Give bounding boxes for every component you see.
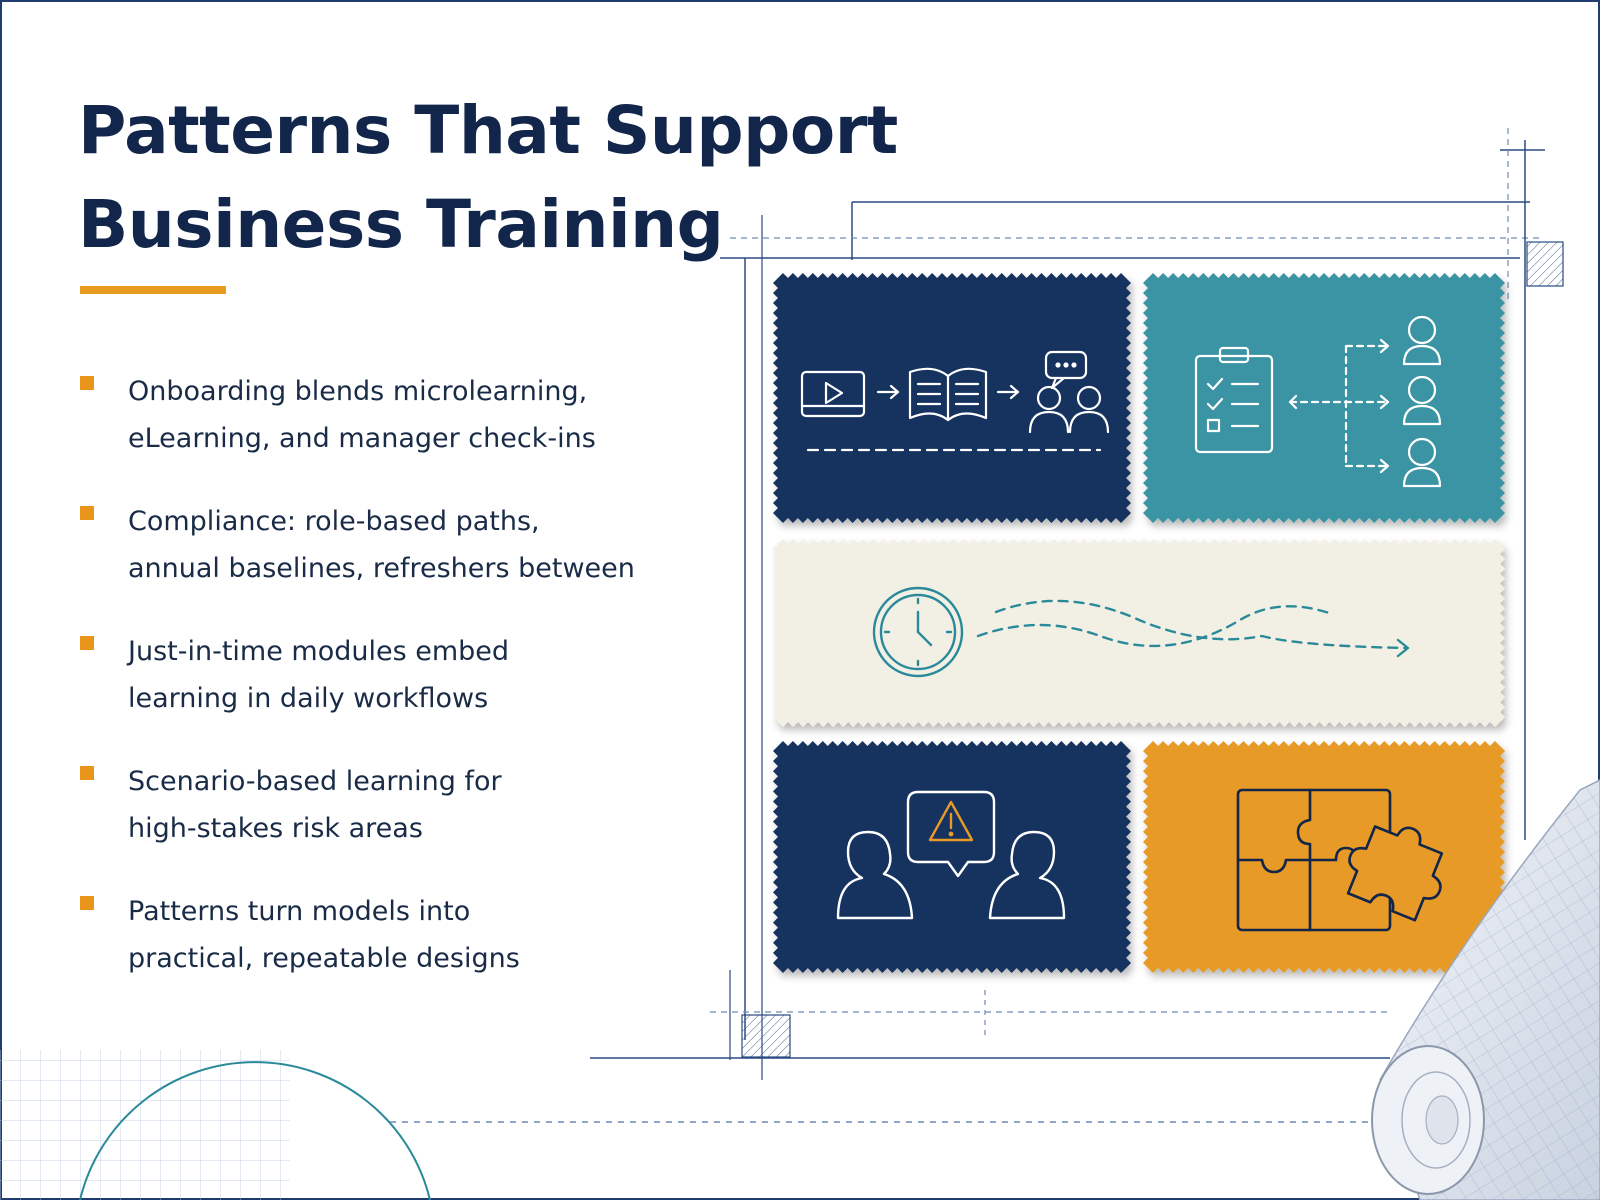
scenario-tile (773, 741, 1131, 973)
bullet-text: Onboarding blends microlearning, eLearni… (128, 368, 668, 462)
bullet-line: Patterns turn models into (128, 896, 471, 927)
bullet-item: Patterns turn models into practical, rep… (80, 888, 660, 1018)
branching-arrows-icon (1288, 344, 1390, 468)
bullet-text: Just-in-time modules embed learning in d… (128, 628, 668, 722)
bullet-line: learning in daily workflows (128, 683, 489, 714)
patterns-tile (1143, 741, 1505, 973)
bullet-line: Just-in-time modules embed (128, 636, 510, 667)
video-play-icon (800, 370, 866, 418)
warning-speech-bubble-icon (906, 790, 996, 878)
two-people-icon (1028, 385, 1110, 434)
bullet-line: practical, repeatable designs (128, 943, 520, 974)
just-in-time-tile-background (773, 539, 1505, 727)
slide-title: Patterns That Support Business Training (78, 84, 898, 272)
bullet-marker (80, 376, 94, 390)
bullet-marker (80, 896, 94, 910)
bullet-item: Just-in-time modules embed learning in d… (80, 628, 660, 758)
two-person-silhouettes-icon (836, 830, 1066, 920)
scenario-tile-background (773, 741, 1131, 973)
clock-icon (872, 586, 964, 678)
bullet-text: Scenario-based learning for high-stakes … (128, 758, 668, 852)
chat-bubble-icon (1044, 350, 1088, 390)
bullet-item: Compliance: role-based paths, annual bas… (80, 498, 660, 628)
compliance-tile (1143, 273, 1505, 523)
arrow-right-icon (996, 384, 1020, 400)
title-accent-rule (80, 286, 226, 294)
open-book-icon (908, 367, 988, 422)
onboarding-tile (773, 273, 1131, 523)
arrow-right-icon (876, 384, 900, 400)
bullet-text: Patterns turn models into practical, rep… (128, 888, 668, 982)
bullet-marker (80, 766, 94, 780)
title-line-2: Business Training (78, 186, 724, 263)
bullet-marker (80, 636, 94, 650)
title-line-1: Patterns That Support (78, 92, 898, 169)
onboarding-tile-background (773, 273, 1131, 523)
bullet-line: high-stakes risk areas (128, 813, 423, 844)
bullet-line: Onboarding blends microlearning, (128, 376, 588, 407)
person-icon (1402, 437, 1442, 488)
person-icon (1402, 315, 1442, 366)
patterns-tile-background (1143, 741, 1505, 973)
bullet-list: Onboarding blends microlearning, eLearni… (80, 368, 660, 1018)
just-in-time-tile (773, 539, 1505, 727)
compliance-tile-background (1143, 273, 1505, 523)
bullet-marker (80, 506, 94, 520)
bullet-item: Onboarding blends microlearning, eLearni… (80, 368, 660, 498)
person-icon (1402, 375, 1442, 426)
clipboard-checklist-icon (1194, 346, 1274, 454)
bullet-item: Scenario-based learning for high-stakes … (80, 758, 660, 888)
bullet-text: Compliance: role-based paths, annual bas… (128, 498, 668, 592)
bullet-line: Scenario-based learning for (128, 766, 502, 797)
bullet-line: Compliance: role-based paths, (128, 506, 540, 537)
bullet-line: annual baselines, refreshers between (128, 553, 635, 584)
wavy-path-arrow-icon (976, 599, 1408, 650)
bullet-line: eLearning, and manager check-ins (128, 423, 596, 454)
